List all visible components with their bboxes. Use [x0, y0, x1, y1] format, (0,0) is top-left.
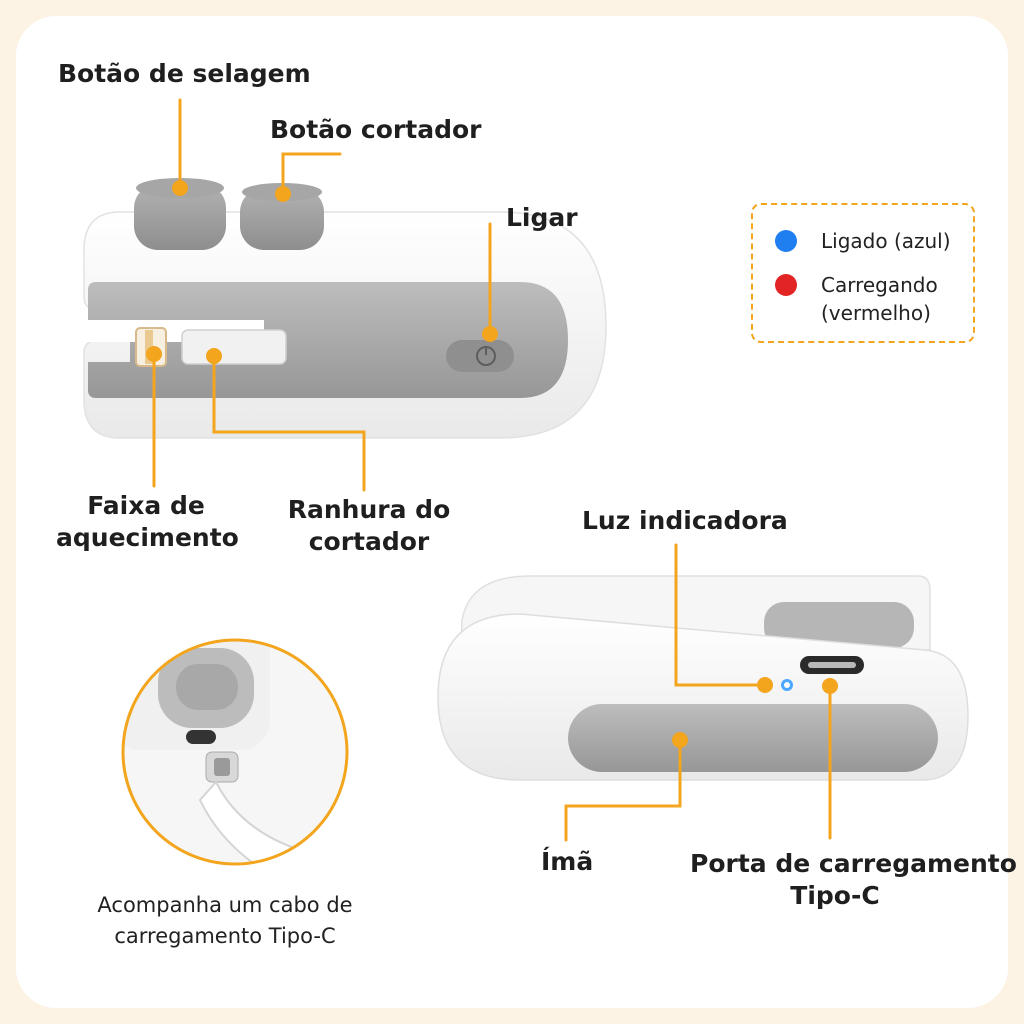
cable-caption: Acompanha um cabo de carregamento Tipo-C [60, 890, 390, 952]
label-cutter-button: Botão cortador [270, 115, 482, 144]
red-dot-icon [775, 274, 797, 296]
label-cutter-slot-line1: Ranhura do [287, 495, 451, 524]
legend-charging-line1: Carregando [821, 273, 938, 297]
sealing-button-shape [134, 184, 226, 250]
label-sealing-button: Botão de selagem [58, 59, 311, 88]
gray-side-panel [88, 282, 568, 398]
legend-on-text: Ligado (azul) [821, 229, 951, 253]
cutter-button-shape [240, 188, 324, 250]
label-charging-port-line1: Porta de carregamento [690, 849, 1017, 878]
cable-inset [121, 638, 349, 866]
label-heating-strip-line2: aquecimento [56, 523, 239, 552]
legend-box: Ligado (azul) Carregando (vermelho) [751, 203, 975, 343]
label-charging-port: Porta de carregamento Tipo-C [690, 848, 1017, 912]
label-magnet: Ímã [541, 847, 594, 876]
legend-item-on: Ligado (azul) [775, 227, 951, 255]
cable-caption-line1: Acompanha um cabo de [97, 893, 353, 917]
callout-lines [152, 98, 832, 842]
label-heating-strip-line1: Faixa de [87, 491, 205, 520]
label-cutter-slot-line2: cortador [308, 527, 430, 556]
label-charging-port-line2: Tipo-C [790, 881, 880, 910]
cutter-slot [181, 329, 287, 365]
blue-dot-icon [775, 230, 797, 252]
label-indicator-light: Luz indicadora [582, 506, 788, 535]
label-cutter-slot: Ranhura do cortador [284, 494, 454, 558]
sealer-bottom-view [437, 575, 969, 781]
label-power: Ligar [506, 203, 578, 232]
legend-charging-line2: (vermelho) [821, 301, 931, 325]
power-switch [446, 340, 514, 372]
magnet-panel [568, 704, 938, 772]
callout-dots [146, 180, 838, 748]
label-heating-strip: Faixa de aquecimento [56, 490, 239, 554]
legend-item-charging: Carregando (vermelho) [775, 271, 938, 327]
cable-caption-line2: carregamento Tipo-C [114, 924, 336, 948]
